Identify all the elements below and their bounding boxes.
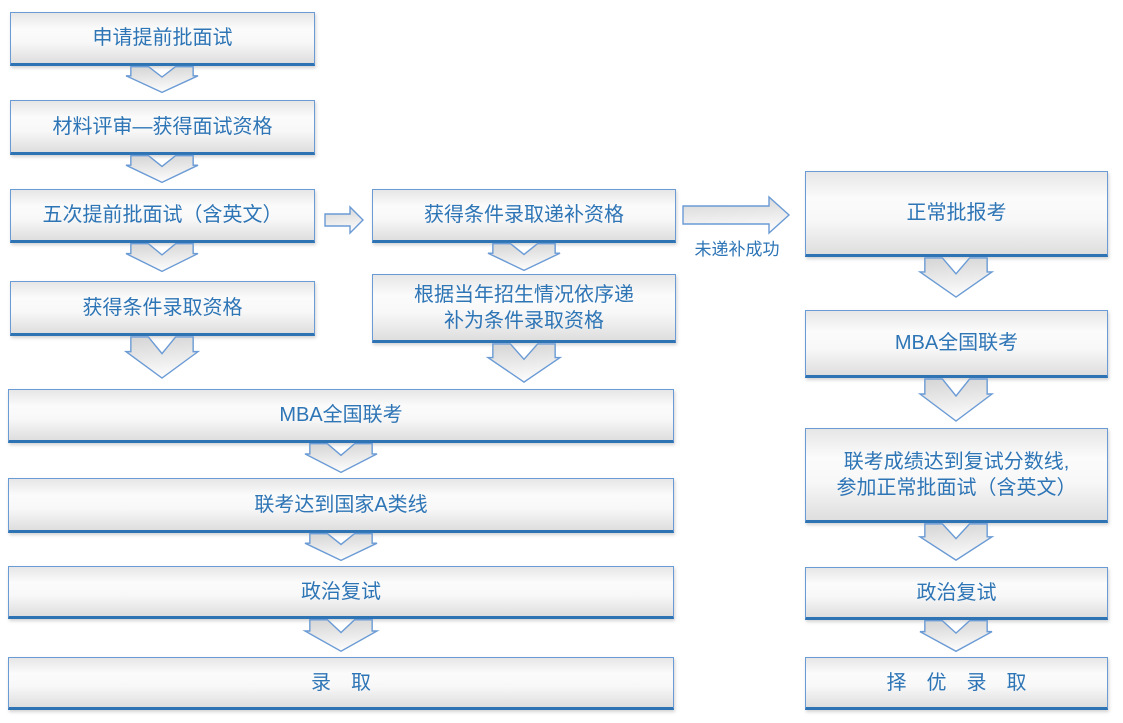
node-national-a-line: 联考达到国家A类线 — [8, 478, 674, 533]
arrow-down-icon — [125, 66, 199, 93]
node-label: 录 取 — [311, 671, 371, 694]
node-score-reaches-retest-line: 联考成绩达到复试分数线, 参加正常批面试（含英文） — [805, 428, 1108, 523]
node-supplement-qualification: 获得条件录取递补资格 — [372, 189, 676, 243]
arrow-down-icon — [919, 257, 993, 298]
node-label: 根据当年招生情况依序递 补为条件录取资格 — [414, 282, 634, 334]
node-label: 政治复试 — [301, 580, 381, 603]
node-mba-national-exam-normal: MBA全国联考 — [805, 310, 1108, 378]
node-label: 获得条件录取资格 — [82, 296, 243, 319]
node-label: 正常批报考 — [906, 202, 1007, 224]
node-merit-admission: 择 优 录 取 — [805, 657, 1108, 710]
arrow-down-icon — [919, 378, 993, 422]
arrow-down-icon — [125, 336, 199, 379]
node-label-line1: 根据当年招生情况依序递 — [414, 283, 634, 306]
arrow-right-long-icon — [682, 196, 790, 234]
arrow-down-icon — [919, 523, 993, 561]
node-conditional-admission: 获得条件录取资格 — [10, 281, 315, 336]
node-apply-early-interview: 申请提前批面试 — [10, 12, 315, 66]
node-politics-retest-normal: 政治复试 — [805, 567, 1108, 620]
node-label: 政治复试 — [916, 581, 997, 604]
node-label: 获得条件录取递补资格 — [424, 204, 624, 226]
arrow-down-icon — [487, 243, 561, 271]
node-label: 五次提前批面试（含英文） — [42, 204, 283, 226]
node-label: MBA全国联考 — [279, 404, 403, 426]
node-label: 联考成绩达到复试分数线, 参加正常批面试（含英文） — [837, 449, 1077, 501]
node-material-review: 材料评审—获得面试资格 — [10, 100, 315, 155]
node-normal-batch-apply: 正常批报考 — [805, 171, 1108, 257]
arrow-right-icon — [324, 206, 364, 234]
node-mba-national-exam: MBA全国联考 — [8, 389, 674, 443]
node-label-line1: 联考成绩达到复试分数线, — [843, 450, 1070, 473]
node-label: MBA全国联考 — [894, 332, 1019, 354]
arrow-down-icon — [304, 619, 378, 652]
arrow-down-icon — [304, 443, 378, 473]
node-label-line2: 补为条件录取资格 — [444, 309, 604, 332]
node-five-early-interviews: 五次提前批面试（含英文） — [10, 189, 315, 243]
edge-label-not-supplemented: 未递补成功 — [694, 240, 780, 259]
node-label-line2: 参加正常批面试（含英文） — [836, 476, 1077, 499]
node-label: 材料评审—获得面试资格 — [52, 115, 273, 138]
node-label: 申请提前批面试 — [92, 27, 233, 49]
arrow-down-icon — [487, 343, 561, 383]
arrow-down-icon — [919, 620, 993, 652]
arrow-down-icon — [304, 533, 378, 561]
node-supplement-process: 根据当年招生情况依序递 补为条件录取资格 — [372, 274, 676, 343]
node-label: 择 优 录 取 — [886, 671, 1027, 694]
arrow-down-icon — [125, 243, 199, 272]
arrow-down-icon — [125, 155, 199, 183]
node-admission: 录 取 — [8, 657, 674, 710]
node-politics-retest: 政治复试 — [8, 566, 674, 619]
node-label: 联考达到国家A类线 — [254, 493, 428, 516]
